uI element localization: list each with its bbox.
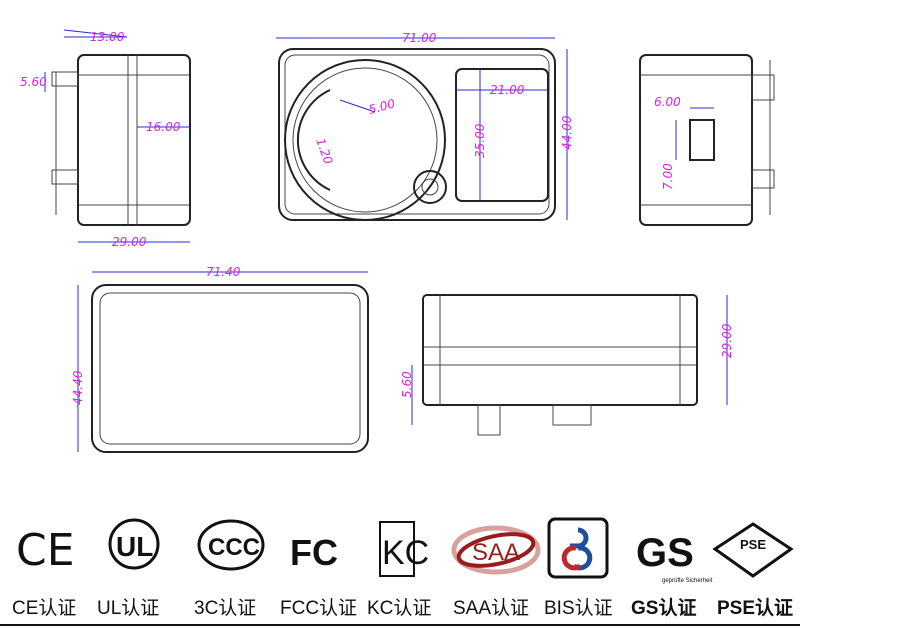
dim-21: 21.00 (490, 83, 525, 97)
svg-text:FC: FC (290, 532, 338, 573)
bis-logo (547, 517, 609, 579)
dim-5-60: 5.60 (20, 75, 47, 89)
top-view: 29.00 5.60 (400, 294, 734, 436)
ccc-logo: CCC (197, 519, 265, 571)
fc-logo: FC (290, 532, 338, 573)
svg-text:SAA: SAA (472, 539, 520, 566)
saa-logo: SAA (451, 525, 541, 575)
dim-29: 29.00 (112, 235, 147, 249)
dim-35: 35.00 (473, 123, 487, 158)
kc-logo: KC (379, 521, 429, 577)
svg-text:geprüfte Sicherheit: geprüfte Sicherheit (662, 578, 713, 584)
dim-7: 7.00 (661, 163, 675, 190)
dim-44: 44.00 (560, 115, 574, 150)
ul-logo: UL (108, 518, 160, 570)
caption-bis: BIS认证 (544, 598, 613, 619)
dim-5-60-top: 5.60 (400, 371, 414, 398)
svg-text:PSE: PSE (740, 537, 766, 552)
dim-71: 71.00 (402, 31, 437, 45)
back-view: 71.40 44.40 (71, 265, 369, 453)
pse-logo: PSE (712, 522, 794, 578)
svg-text:UL: UL (116, 531, 153, 562)
dim-13: 13.00 (90, 30, 125, 44)
caption-ul: UL认证 (97, 598, 160, 619)
svg-text:CE: CE (16, 525, 75, 576)
caption-ce: CE认证 (12, 598, 77, 619)
svg-text:KC: KC (382, 534, 429, 572)
dim-1-20: 1.20 (313, 136, 335, 166)
svg-text:CCC: CCC (208, 534, 260, 561)
caption-kc: KC认证 (367, 598, 432, 619)
gs-logo: GS geprüfte Sicherheit (636, 531, 713, 584)
dim-71-40: 71.40 (206, 265, 241, 279)
dim-6: 6.00 (654, 95, 681, 109)
dim-29-top: 29.00 (720, 323, 734, 358)
dim-5: 5.00 (367, 96, 397, 117)
dim-44-40: 44.40 (71, 370, 85, 405)
caption-fcc: FCC认证 (280, 598, 358, 619)
side-view-left: 13.00 5.60 16.00 29.00 (20, 29, 191, 249)
caption-gs: GS认证 (631, 598, 697, 619)
side-view-right: 6.00 7.00 (639, 54, 775, 226)
front-view: 71.00 21.00 35.00 44.00 5.00 1.20 (276, 31, 574, 221)
svg-text:GS: GS (636, 531, 694, 575)
caption-3c: 3C认证 (194, 598, 257, 619)
ce-logo: CE (16, 525, 75, 576)
caption-saa: SAA认证 (453, 598, 530, 619)
dim-16: 16.00 (146, 120, 181, 134)
caption-pse: PSE认证 (717, 598, 794, 619)
